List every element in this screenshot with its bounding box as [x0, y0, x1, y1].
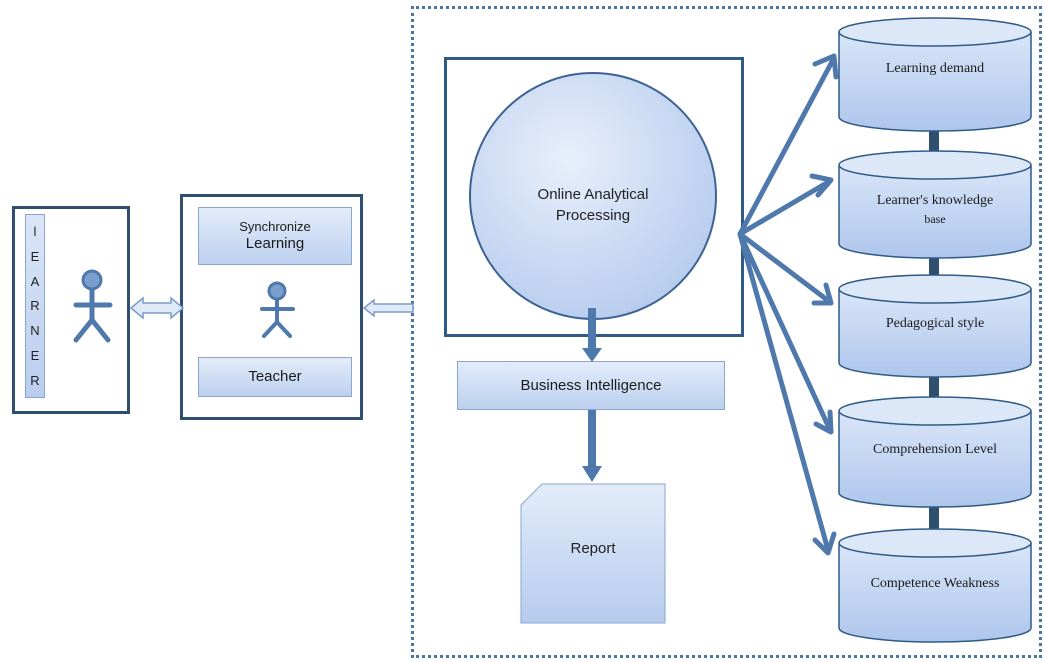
db-learners-knowledge-base: [838, 150, 1032, 259]
db-label-comprehension-level: Comprehension Level: [872, 442, 998, 457]
db-label-knowledge-line1: Learner's knowledge: [876, 193, 994, 208]
olap-line2: Processing: [555, 207, 631, 224]
teacher-label: Teacher: [248, 368, 302, 385]
olap-line1: Online Analytical: [537, 186, 649, 203]
db-comprehension-level: [838, 396, 1032, 508]
db-learning-demand: [838, 17, 1032, 132]
db-label-pedagogical-style: Pedagogical style: [885, 316, 985, 331]
olap-to-bi-arrow: [582, 308, 602, 362]
bi-to-report-arrow: [582, 410, 602, 482]
business-intelligence-box: Business Intelligence: [457, 361, 725, 410]
learner-letter: A: [30, 273, 40, 289]
learner-letter: E: [30, 248, 40, 264]
db-competence-weakness: [838, 528, 1032, 643]
synchronize-line2: Learning: [245, 234, 305, 252]
teacher-box: Teacher: [198, 357, 352, 397]
db-pedagogical-style: [838, 274, 1032, 378]
system-boundary: [411, 6, 1042, 658]
db-label-wrap-1: Learning demand: [839, 60, 1031, 100]
olap-to-db-arrows: [737, 53, 839, 556]
learner-letter: R: [30, 372, 40, 388]
learner-teacher-double-arrow: [129, 296, 185, 320]
learner-letter: E: [30, 348, 40, 364]
report-label-wrap: Report: [521, 540, 665, 557]
db-label-wrap-2: Learner's knowledge base: [839, 192, 1031, 236]
synchronize-line1: Synchronize: [239, 219, 311, 235]
learner-letter: R: [30, 298, 40, 314]
db-label-wrap-5: Competence Weakness: [839, 575, 1031, 605]
db-label-knowledge-line2: base: [924, 211, 946, 226]
learner-letter: N: [30, 323, 40, 339]
report-document: [520, 483, 666, 624]
business-intelligence-label: Business Intelligence: [520, 376, 662, 394]
db-label-wrap-4: Comprehension Level: [839, 441, 1031, 471]
teacher-system-arrow: [362, 298, 414, 318]
learner-letter: l: [33, 223, 37, 239]
report-label: Report: [570, 540, 616, 557]
learner-actor-icon: [73, 269, 113, 343]
teacher-actor-icon: [260, 281, 295, 338]
db-label-competence-weakness: Competence Weakness: [870, 576, 1000, 591]
learner-label: l E A R N E R: [25, 214, 45, 398]
synchronize-learning-box: Synchronize Learning: [198, 207, 352, 265]
db-label-wrap-3: Pedagogical style: [839, 315, 1031, 345]
olap-circle: Online Analytical Processing: [469, 72, 717, 320]
db-label-learning-demand: Learning demand: [885, 61, 985, 76]
